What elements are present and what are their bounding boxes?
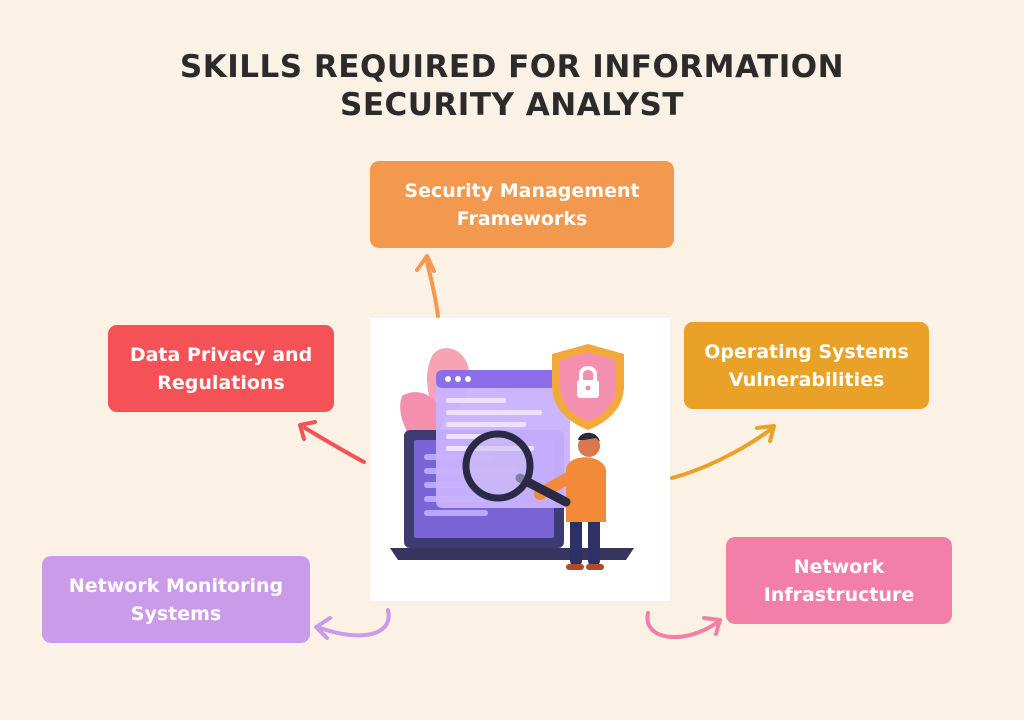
arrow-to-security-management <box>417 256 438 316</box>
arrow-to-operating-systems <box>672 426 774 478</box>
arrow-to-network-infrastructure <box>647 613 720 637</box>
arrow-to-data-privacy <box>300 422 364 462</box>
arrow-to-network-monitoring <box>316 610 389 638</box>
